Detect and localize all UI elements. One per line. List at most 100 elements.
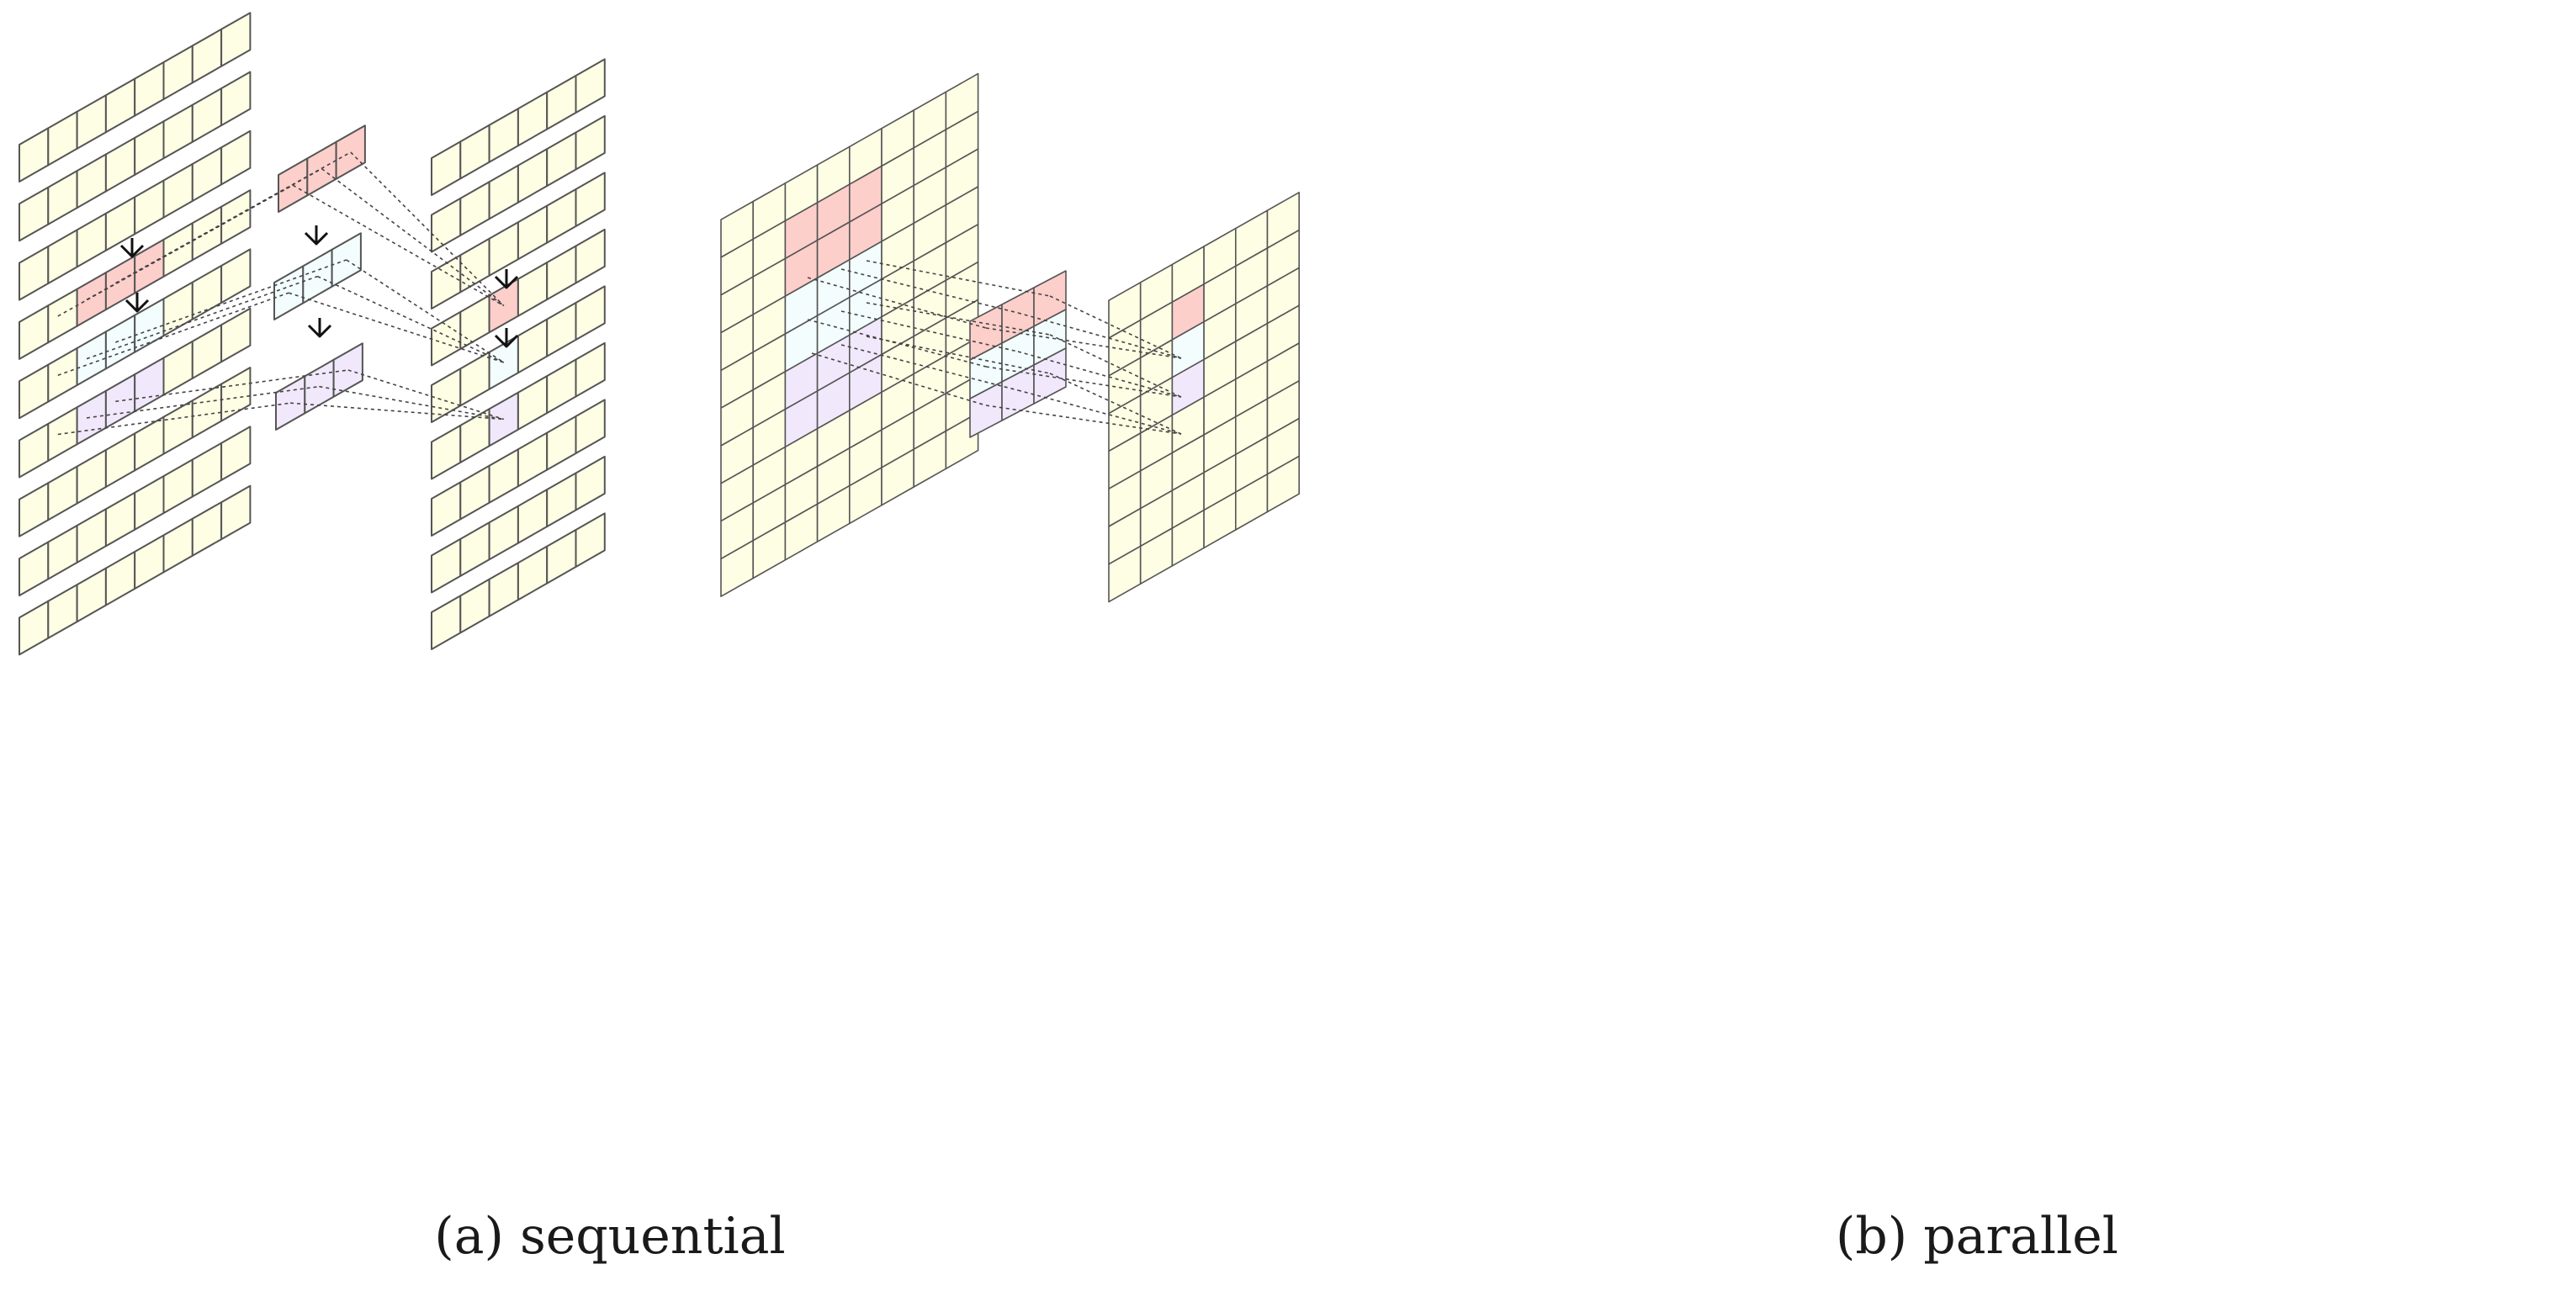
grid-cell bbox=[546, 302, 577, 357]
output-row bbox=[431, 58, 606, 196]
grid-cell bbox=[76, 449, 107, 505]
grid-cell bbox=[104, 77, 136, 134]
link-line bbox=[1017, 312, 1182, 359]
kernel-stack bbox=[969, 270, 1067, 438]
grid-cell bbox=[517, 545, 549, 601]
grid-cell bbox=[162, 281, 193, 337]
input-row bbox=[19, 130, 252, 301]
link-line bbox=[86, 275, 318, 360]
grid-cell bbox=[431, 310, 462, 367]
grid-cell bbox=[47, 110, 78, 167]
grid-cell bbox=[104, 432, 136, 488]
grid-cell bbox=[517, 91, 549, 147]
grid-cell bbox=[19, 600, 50, 656]
link-line bbox=[985, 327, 1182, 359]
grid-cell bbox=[575, 512, 606, 568]
grid-cell bbox=[575, 172, 606, 227]
grid-cell bbox=[575, 228, 606, 284]
link-line bbox=[57, 402, 291, 436]
link-line bbox=[347, 369, 505, 421]
grid-cell bbox=[191, 383, 223, 439]
grid-cell bbox=[1266, 455, 1300, 513]
down-arrow-icon bbox=[125, 293, 150, 313]
grid-cell bbox=[575, 399, 606, 454]
output-row bbox=[431, 285, 606, 423]
grid-cell bbox=[488, 221, 519, 277]
link-line bbox=[350, 151, 505, 307]
link-line bbox=[317, 275, 505, 363]
grid-cell bbox=[191, 324, 223, 379]
grid-cell bbox=[431, 140, 462, 196]
grid-cell bbox=[488, 108, 519, 163]
input-row bbox=[19, 189, 252, 360]
grid-cell bbox=[191, 442, 223, 498]
grid-cell bbox=[332, 342, 363, 398]
grid-cell bbox=[546, 472, 577, 528]
link-line bbox=[866, 336, 1051, 374]
grid-cell bbox=[220, 307, 252, 363]
grid-cell bbox=[191, 28, 223, 84]
grid-cell bbox=[76, 94, 107, 150]
grid-cell bbox=[575, 58, 606, 114]
grid-cell bbox=[459, 124, 490, 180]
grid-cell bbox=[220, 426, 252, 481]
panel-sequential bbox=[19, 12, 606, 656]
link-line bbox=[86, 385, 320, 419]
grid-cell bbox=[134, 179, 165, 235]
grid-cell bbox=[575, 341, 606, 398]
output-row bbox=[431, 399, 606, 537]
grid-cell bbox=[220, 130, 252, 186]
grid-cell bbox=[546, 245, 577, 301]
output-row bbox=[431, 114, 606, 253]
grid-cell bbox=[104, 551, 136, 606]
grid-cell bbox=[459, 578, 490, 634]
link-line bbox=[115, 259, 347, 343]
grid-cell bbox=[76, 153, 107, 209]
grid-cell bbox=[134, 534, 165, 590]
output-row bbox=[431, 455, 606, 594]
grid-cell bbox=[517, 375, 549, 431]
input-row bbox=[19, 12, 252, 183]
grid-cell bbox=[104, 136, 136, 193]
grid-cell bbox=[431, 424, 462, 480]
input-row bbox=[19, 71, 252, 242]
grid-cell bbox=[47, 288, 78, 344]
down-arrow-icon bbox=[307, 318, 332, 338]
grid-cell bbox=[517, 148, 549, 204]
grid-cell bbox=[191, 501, 223, 557]
grid-cell bbox=[47, 170, 78, 225]
grid-cell bbox=[19, 541, 50, 597]
down-arrow-icon bbox=[494, 328, 519, 348]
grid-cell bbox=[76, 389, 107, 446]
grid-cell bbox=[19, 304, 50, 360]
grid-cell bbox=[220, 484, 252, 541]
grid-cell bbox=[431, 537, 462, 594]
grid-cell bbox=[546, 188, 577, 244]
grid-cell bbox=[162, 340, 193, 396]
grid-cell bbox=[47, 584, 78, 639]
grid-cell bbox=[431, 368, 462, 423]
input-row bbox=[19, 484, 252, 656]
input-row bbox=[19, 307, 252, 479]
grid-cell bbox=[104, 373, 136, 429]
output-row bbox=[431, 512, 606, 650]
grid-cell bbox=[431, 197, 462, 253]
output-plane bbox=[1108, 192, 1300, 603]
grid-cell bbox=[104, 491, 136, 548]
grid-cell bbox=[19, 363, 50, 420]
links-sequential bbox=[57, 151, 505, 436]
grid-cell bbox=[104, 314, 136, 370]
grid-cell bbox=[191, 265, 223, 320]
grid-cell bbox=[220, 248, 252, 304]
grid-cell bbox=[19, 246, 50, 301]
link-line bbox=[57, 292, 289, 376]
link-line bbox=[290, 402, 504, 421]
caption-parallel: (b) parallel bbox=[1835, 1207, 2119, 1266]
grid-cell bbox=[546, 415, 577, 471]
grid-cell bbox=[134, 475, 165, 531]
down-arrow-icon bbox=[494, 269, 519, 289]
grid-cell bbox=[488, 448, 519, 504]
grid-cell bbox=[517, 204, 549, 261]
grid-cell bbox=[76, 567, 107, 623]
